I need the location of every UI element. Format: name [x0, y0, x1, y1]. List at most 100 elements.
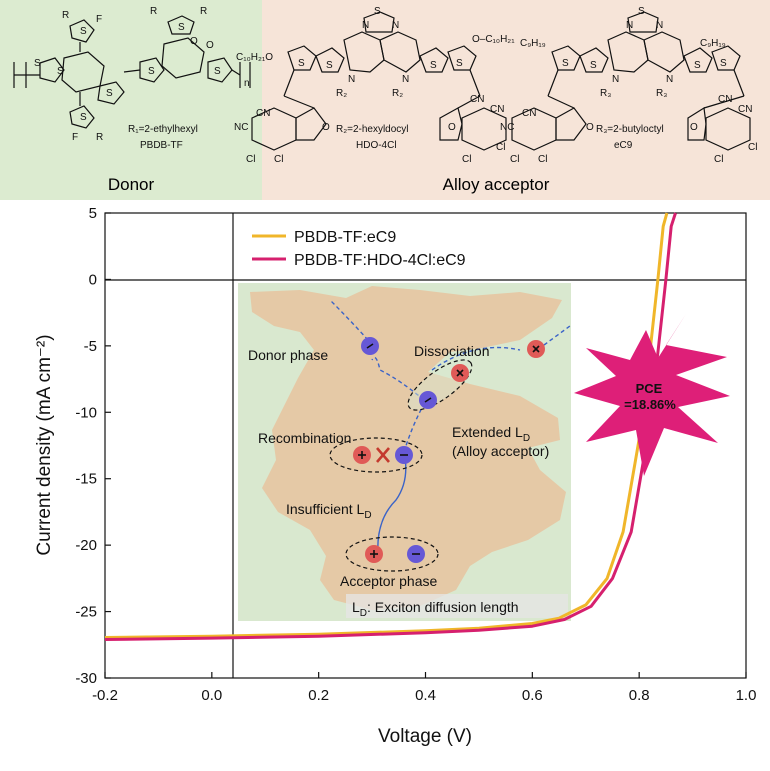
acceptor-background	[262, 0, 770, 200]
svg-text:Cl: Cl	[538, 154, 547, 165]
svg-text:CN: CN	[738, 104, 752, 115]
svg-text:S: S	[562, 58, 569, 69]
ld-definition-label: LD: Exciton diffusion length	[352, 599, 519, 619]
svg-text:N: N	[626, 20, 633, 31]
svg-text:S: S	[298, 58, 305, 69]
donor-label: Donor	[108, 175, 155, 194]
svg-text:S: S	[178, 22, 185, 33]
y-axis-label: Current density (mA cm⁻²)	[34, 334, 55, 555]
svg-text:O: O	[206, 40, 214, 51]
series-line-pbdb-tf-hdo-4cl-ec9	[104, 212, 677, 641]
svg-text:R₂: R₂	[392, 88, 403, 99]
svg-text:S: S	[638, 6, 645, 17]
svg-text:Cl: Cl	[748, 142, 757, 153]
y-tick-label: -5	[84, 338, 97, 355]
svg-text:R₂: R₂	[336, 88, 347, 99]
ec9-side-chain-right: C₉H₁₉	[700, 38, 726, 49]
recombination-label: Recombination	[258, 430, 351, 446]
svg-text:S: S	[326, 60, 333, 71]
svg-text:Cl: Cl	[496, 142, 505, 153]
x-tick-label: 0.6	[522, 687, 543, 704]
acceptor-label: Alloy acceptor	[443, 175, 550, 194]
svg-text:O: O	[448, 122, 456, 133]
acceptor-exciton-ellipse	[345, 536, 439, 572]
recombination-cross-icon	[376, 447, 390, 463]
svg-text:N: N	[656, 20, 663, 31]
ec9-structure	[511, 11, 751, 151]
donor-phase-label: Donor phase	[248, 347, 328, 363]
svg-text:S: S	[106, 88, 113, 99]
pce-label: PCE	[636, 381, 663, 396]
svg-text:R: R	[62, 10, 69, 21]
ec9-name: eC9	[614, 140, 633, 151]
svg-text:Cl: Cl	[274, 154, 283, 165]
svg-text:R₃: R₃	[656, 88, 667, 99]
legend: PBDB-TF:eC9 PBDB-TF:HDO-4Cl:eC9	[252, 229, 466, 269]
y-tick-label: -25	[75, 604, 97, 621]
svg-text:CN: CN	[522, 108, 536, 119]
x-tick-label: 0.0	[201, 687, 222, 704]
pbdb-tf-name: PBDB-TF	[140, 140, 183, 151]
pbdb-tf-structure	[13, 15, 251, 129]
svg-text:N: N	[402, 74, 409, 85]
svg-text:Cl: Cl	[246, 154, 255, 165]
x-tick-label: -0.2	[92, 687, 118, 704]
acceptor-phase-label: Acceptor phase	[340, 573, 437, 589]
y-tick-label: 0	[89, 271, 97, 288]
charge-markers	[353, 337, 545, 563]
jv-chart: Donor phase Dissociation Recombination E…	[34, 205, 756, 747]
header-panel: S S S S S S S S R F F R O O R R n R₁=2-e…	[0, 0, 770, 200]
mechanism-inset: Donor phase Dissociation Recombination E…	[238, 283, 571, 621]
svg-text:NC: NC	[234, 122, 248, 133]
x-axis-label: Voltage (V)	[378, 726, 472, 747]
x-tick-label: 0.2	[308, 687, 329, 704]
donor-background	[0, 0, 262, 200]
svg-text:F: F	[96, 14, 102, 25]
svg-text:n: n	[244, 78, 250, 89]
svg-text:S: S	[430, 60, 437, 71]
svg-text:N: N	[392, 20, 399, 31]
svg-text:F: F	[72, 132, 78, 143]
series-line-pbdb-tf-ec9	[104, 212, 669, 639]
ec9-side-chain-left: C₉H₁₉	[520, 38, 546, 49]
svg-text:CN: CN	[718, 94, 732, 105]
svg-text:O: O	[190, 36, 198, 47]
hdo-4cl-atoms: S S S S S N N N N R₂ R₂ CN NC CN CN O O …	[234, 6, 505, 165]
svg-text:S: S	[214, 66, 221, 77]
y-tick-label: 5	[89, 205, 97, 222]
svg-text:O: O	[586, 122, 594, 133]
hdo-side-chain-right: O–C₁₀H₂₁	[472, 34, 515, 45]
ec9-atoms: S S S S S N N N N R₃ R₃ CN NC CN CN O O …	[500, 6, 757, 165]
recombination-ellipse	[329, 437, 423, 473]
svg-text:O: O	[322, 122, 330, 133]
svg-text:S: S	[590, 60, 597, 71]
svg-text:R₃: R₃	[600, 88, 611, 99]
hdo-4cl-structure	[251, 11, 507, 151]
pbdb-tf-substituent: R₁=2-ethylhexyl	[128, 124, 198, 135]
svg-text:O: O	[690, 122, 698, 133]
svg-text:S: S	[148, 66, 155, 77]
svg-text:S: S	[374, 6, 381, 17]
y-tick-label: -15	[75, 471, 97, 488]
svg-text:NC: NC	[500, 122, 514, 133]
alloy-acceptor-label: (Alloy acceptor)	[452, 443, 549, 459]
svg-text:S: S	[80, 112, 87, 123]
svg-text:S: S	[57, 66, 64, 77]
svg-text:R: R	[96, 132, 103, 143]
svg-text:CN: CN	[470, 94, 484, 105]
x-tick-label: 1.0	[736, 687, 757, 704]
svg-text:R: R	[150, 6, 157, 17]
svg-text:R: R	[200, 6, 207, 17]
ec9-substituent: R₃=2-butyloctyl	[596, 124, 664, 135]
hdo-4cl-substituent: R₂=2-hexyldocyl	[336, 124, 409, 135]
y-tick-label: -10	[75, 404, 97, 421]
svg-text:N: N	[362, 20, 369, 31]
svg-text:S: S	[456, 58, 463, 69]
x-tick-label: 0.4	[415, 687, 436, 704]
y-tick-label: -20	[75, 537, 97, 554]
svg-text:N: N	[666, 74, 673, 85]
extended-ld-label: Extended LD	[452, 424, 530, 444]
series-layer	[104, 212, 677, 641]
svg-text:S: S	[80, 26, 87, 37]
